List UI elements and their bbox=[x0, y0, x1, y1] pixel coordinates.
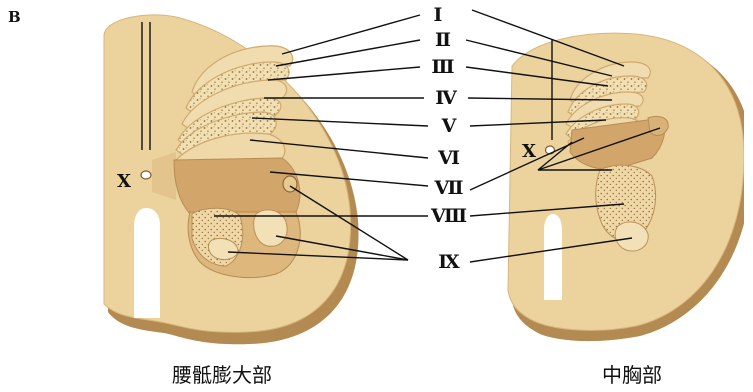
right-lateral-horn bbox=[648, 116, 668, 135]
lamina-label-4: Ⅳ bbox=[435, 87, 457, 109]
leader-1-left bbox=[282, 15, 420, 54]
left-lamina-9a bbox=[254, 210, 287, 246]
right-page-edge bbox=[744, 0, 753, 392]
lumbosacral-section bbox=[104, 15, 359, 344]
lamina-label-9: Ⅸ bbox=[438, 251, 460, 273]
left-central-canal-label: X bbox=[117, 171, 131, 192]
right-central-canal-label: X bbox=[522, 141, 536, 162]
lamina-label-1: Ⅰ bbox=[434, 4, 443, 26]
leader-2-left bbox=[276, 40, 420, 66]
lamina-label-8: Ⅷ bbox=[430, 205, 467, 227]
lamina-label-6: Ⅵ bbox=[437, 147, 460, 169]
left-central-canal bbox=[141, 171, 151, 179]
right-ventral-fissure bbox=[544, 214, 562, 300]
lamina-label-7: Ⅶ bbox=[434, 177, 464, 199]
left-gray-commissure bbox=[152, 152, 176, 200]
caption-lumbosacral: 腰骶膨大部 bbox=[172, 363, 272, 387]
left-ventral-fissure bbox=[134, 208, 160, 318]
panel-label: B bbox=[8, 8, 21, 26]
left-intermediate-zone bbox=[174, 158, 300, 216]
lamina-label-2: Ⅱ bbox=[435, 29, 451, 51]
lamina-label-3: Ⅲ bbox=[431, 56, 454, 78]
caption-thoracic: 中胸部 bbox=[602, 363, 662, 387]
lamina-label-5: Ⅴ bbox=[441, 115, 458, 137]
right-lamina-9 bbox=[615, 222, 648, 251]
leader-3-left bbox=[268, 67, 420, 80]
